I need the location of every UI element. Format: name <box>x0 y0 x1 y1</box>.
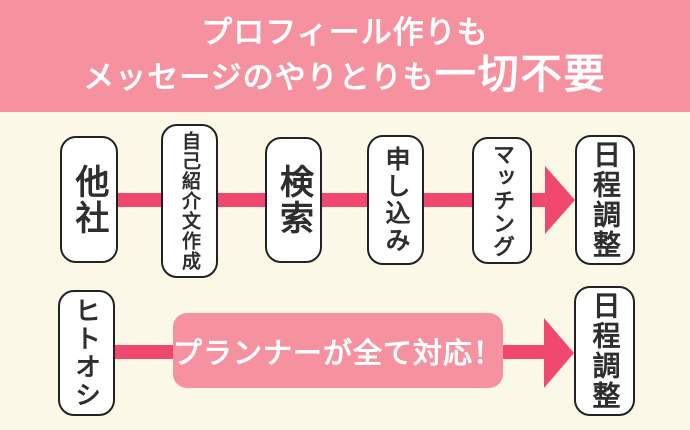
step-box-search: 検索 <box>265 137 322 263</box>
step-label-search: 検索 <box>274 164 313 236</box>
hitooshi-flow-arrow-icon <box>544 318 574 388</box>
step-label-self-intro: 自己紹介文作成 <box>179 131 200 271</box>
hitooshi-company-box: ヒトオシ <box>58 290 115 416</box>
step-box-self-intro: 自己紹介文作成 <box>161 124 218 278</box>
hitooshi-schedule-label: 日程調整 <box>589 291 621 411</box>
step-label-matching: マッチング <box>490 143 515 258</box>
step-box-apply: 申し込み <box>367 135 424 265</box>
hitooshi-flow-line-right <box>498 345 546 359</box>
title-line2: メッセージのやりとりも一切不要 <box>83 52 606 97</box>
hitooshi-company-label: ヒトオシ <box>71 297 102 409</box>
other-flow-arrow-icon <box>545 166 575 234</box>
other-schedule-label: 日程調整 <box>590 140 621 260</box>
step-label-apply: 申し込み <box>382 146 410 254</box>
other-company-box: 他社 <box>60 136 118 263</box>
title-line2-normal: メッセージのやりとりも <box>83 60 435 96</box>
other-schedule-box: 日程調整 <box>575 135 635 265</box>
header-banner: プロフィール作りも メッセージのやりとりも一切不要 <box>0 0 690 112</box>
step-box-matching: マッチング <box>472 137 532 264</box>
planner-pill: プランナーが全て対応！ <box>173 313 503 388</box>
other-company-label: 他社 <box>70 163 108 236</box>
planner-pill-label: プランナーが全て対応！ <box>173 337 504 370</box>
hitooshi-schedule-box: 日程調整 <box>574 286 635 416</box>
title-line1: プロフィール作りも <box>201 14 489 50</box>
title-line2-emphasis: 一切不要 <box>434 51 607 98</box>
